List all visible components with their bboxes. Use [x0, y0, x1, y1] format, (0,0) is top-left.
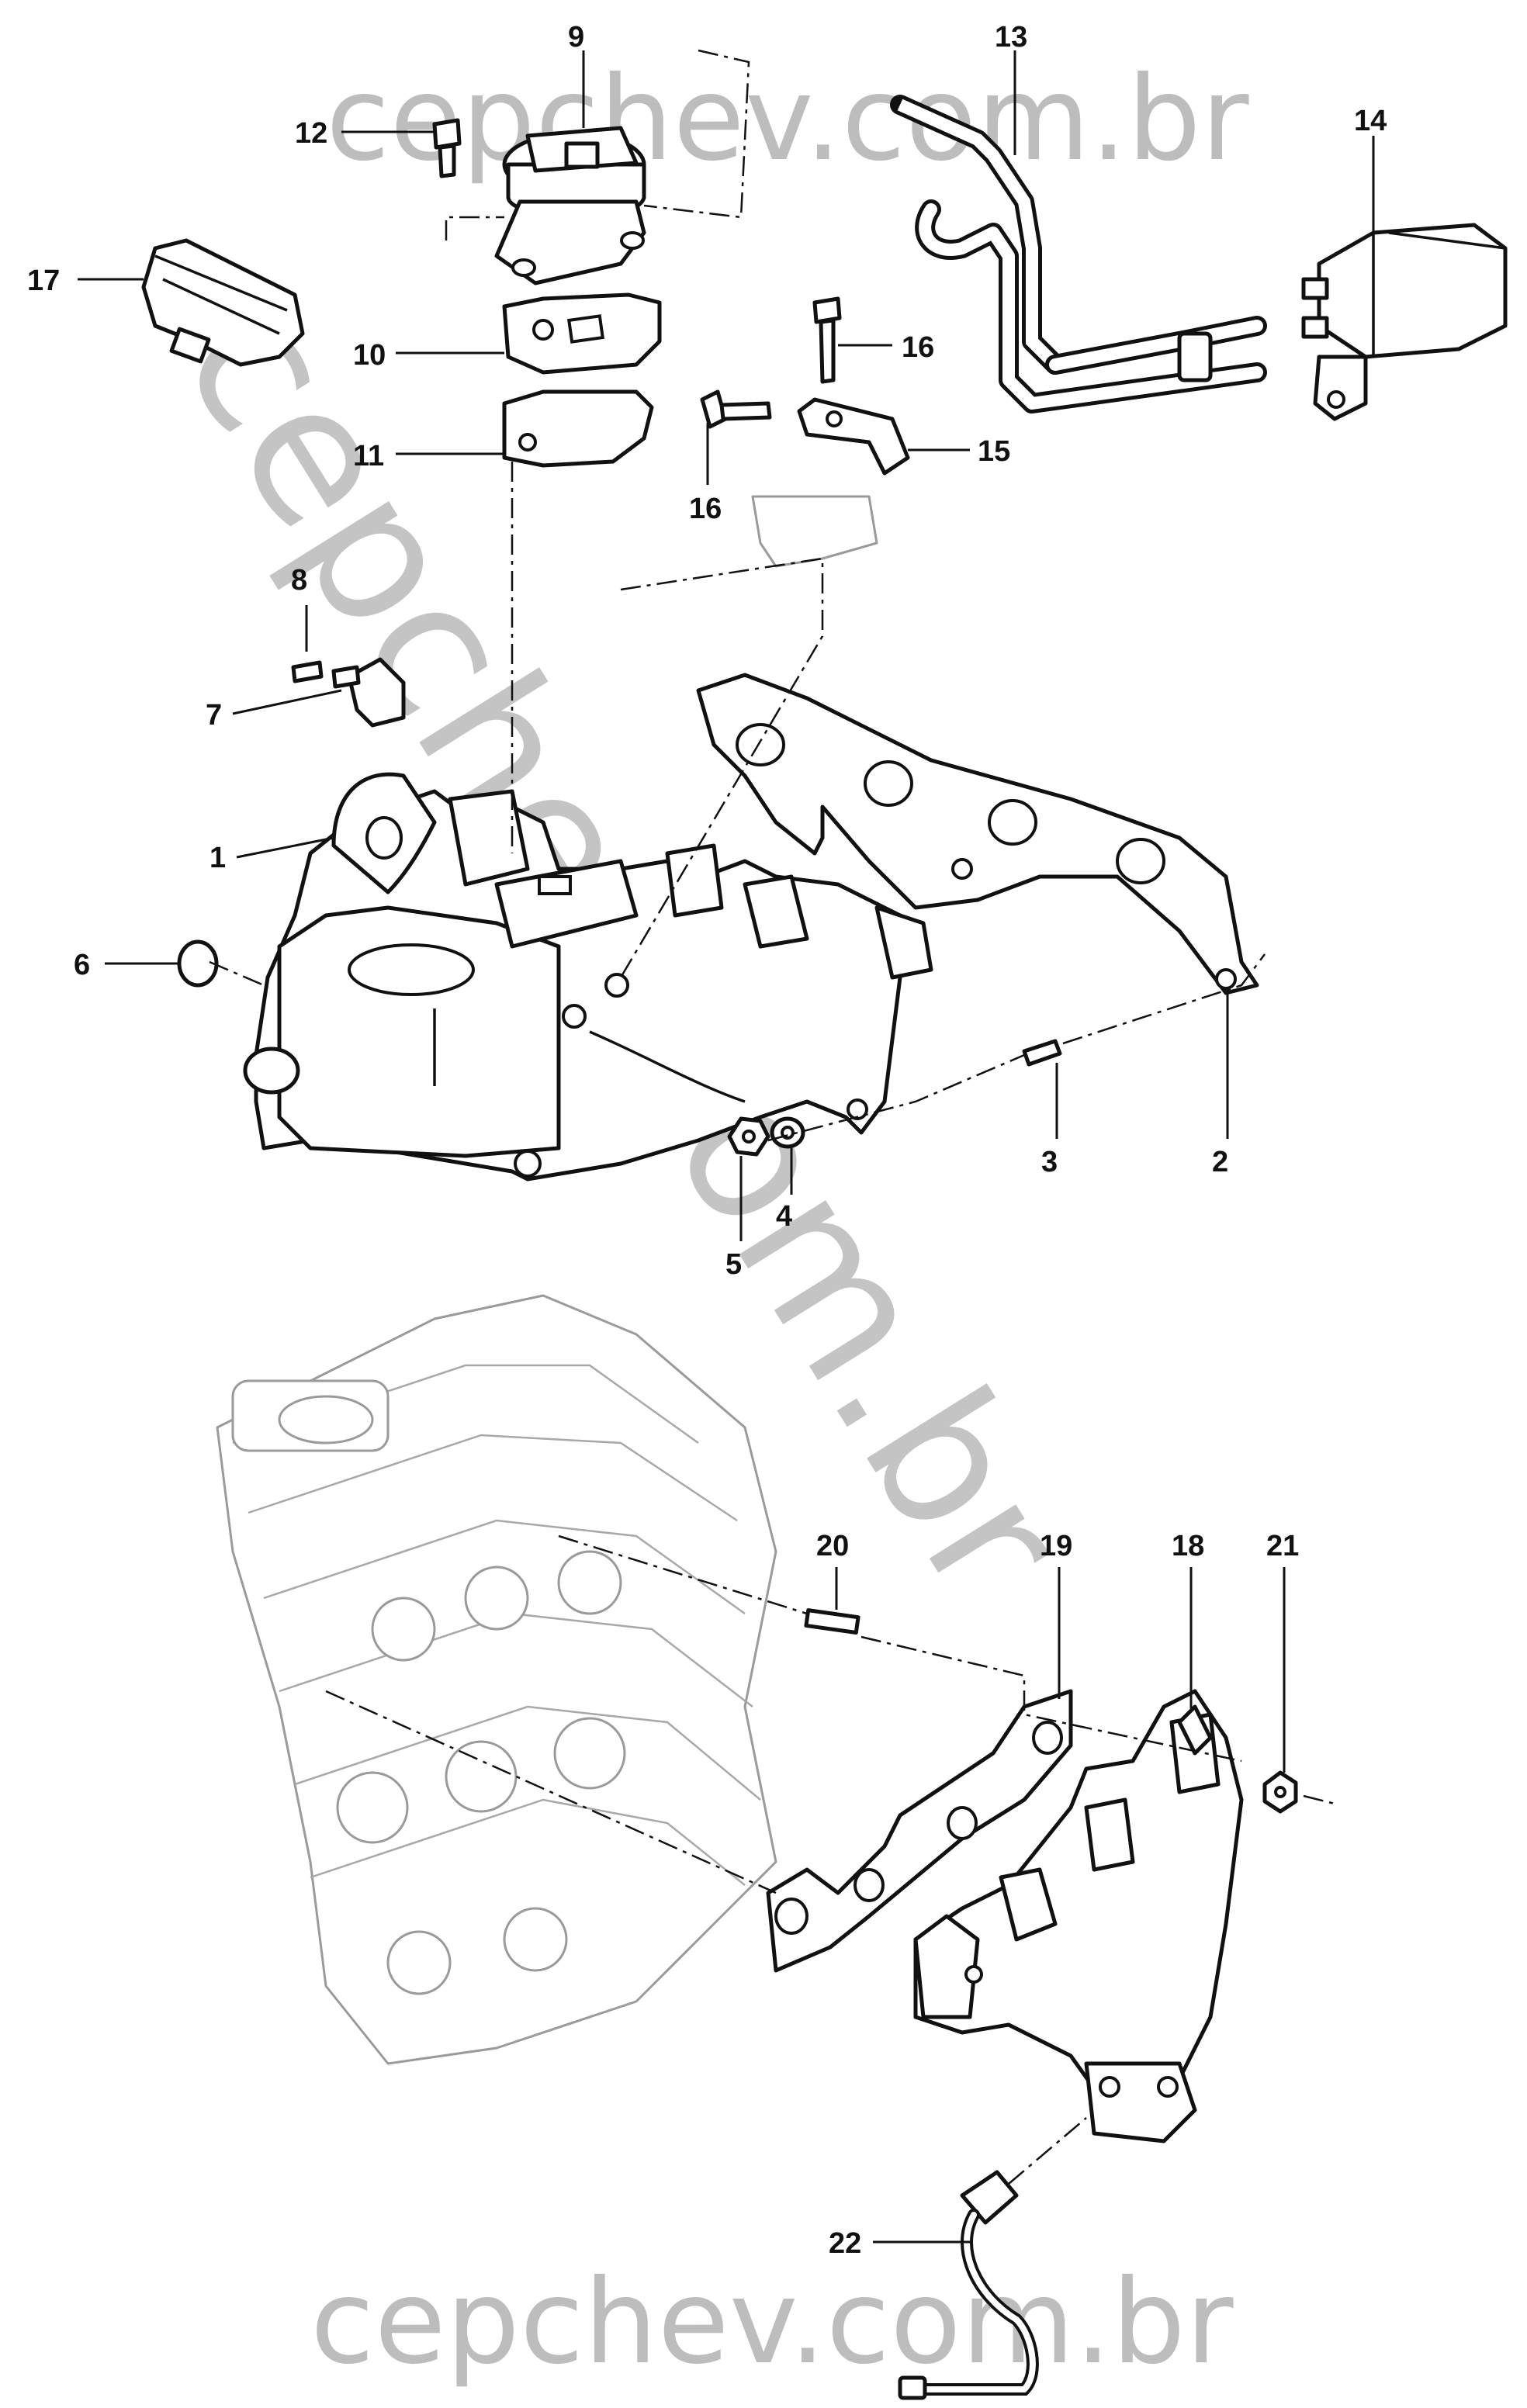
egr-gasket-10 — [502, 292, 662, 375]
nut-5 — [727, 1116, 770, 1157]
egr-solenoid-14 — [1301, 223, 1508, 421]
callout-1: 1 — [209, 842, 226, 874]
callout-12: 12 — [295, 117, 327, 150]
exhaust-manifold-18 — [913, 1689, 1244, 2143]
callout-5: 5 — [725, 1248, 742, 1281]
callout-4: 4 — [776, 1200, 792, 1233]
exhaust-gasket-19 — [766, 1689, 1073, 1973]
assembly-lines — [209, 49, 1335, 2185]
callout-14: 14 — [1354, 105, 1387, 137]
callout-9: 9 — [568, 21, 584, 54]
callout-11: 11 — [353, 440, 384, 472]
vacuum-hose-assembly — [890, 95, 1267, 413]
screw-12 — [432, 118, 462, 178]
callout-19: 19 — [1040, 1530, 1072, 1562]
callout-13: 13 — [995, 21, 1027, 54]
callout-22: 22 — [829, 2227, 861, 2260]
callout-15: 15 — [978, 435, 1010, 468]
callout-17: 17 — [27, 265, 60, 297]
callout-7: 7 — [206, 699, 222, 732]
watermark-bottom: cepchev.com.br — [310, 2255, 1234, 2390]
intake-manifold — [243, 772, 933, 1182]
bracket-ghost — [751, 495, 878, 568]
pin-8 — [291, 660, 324, 683]
bolt-16-horizontal — [700, 389, 772, 429]
callout-6: 6 — [74, 949, 90, 981]
washer-4 — [770, 1116, 805, 1149]
watermark-top: cepchev.com.br — [326, 52, 1249, 187]
sensor-fitting-7 — [331, 657, 406, 728]
plug-6 — [177, 939, 219, 988]
nut-21 — [1262, 1770, 1298, 1814]
map-sensor-17 — [141, 238, 305, 367]
bracket-15 — [797, 397, 910, 476]
oxygen-sensor-22 — [898, 2170, 1039, 2400]
callout-10: 10 — [353, 339, 386, 372]
callout-21: 21 — [1266, 1530, 1299, 1562]
callout-16-vertical: 16 — [902, 331, 934, 364]
stud-3 — [1022, 1039, 1062, 1067]
callout-8: 8 — [291, 564, 307, 597]
egr-valve — [494, 126, 646, 285]
bolt-16-vertical — [812, 296, 842, 384]
callout-16-horizontal: 16 — [689, 493, 722, 525]
callout-3: 3 — [1041, 1146, 1058, 1178]
callout-20: 20 — [816, 1530, 849, 1562]
callout-18: 18 — [1172, 1530, 1204, 1562]
stud-20 — [804, 1608, 860, 1635]
callout-2: 2 — [1212, 1146, 1228, 1178]
callout-labels: 1 2 3 4 5 6 7 8 9 10 11 12 13 14 15 16 1… — [27, 21, 1387, 2260]
egr-gasket-11 — [502, 389, 654, 468]
leader-lines — [78, 50, 1375, 2244]
intake-manifold-gasket — [696, 673, 1259, 995]
engine-block-ghost — [216, 1294, 777, 2065]
